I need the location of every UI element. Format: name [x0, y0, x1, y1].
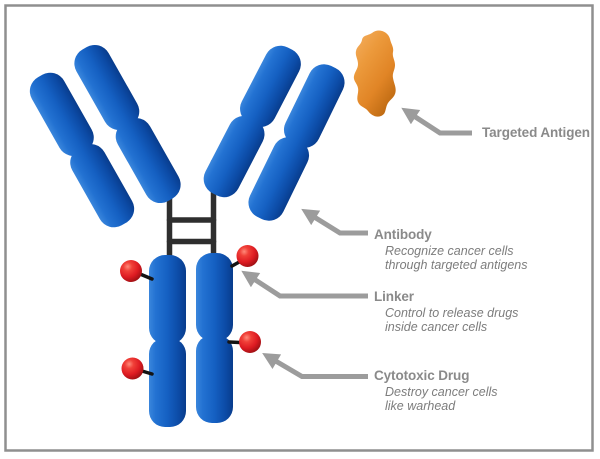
label-desc-line: Recognize cancer cells	[385, 244, 514, 258]
antibody-right-arm-outer-upper-segment	[283, 64, 345, 148]
antibody-stem-left-lower-segment	[149, 338, 186, 427]
cytotoxic-drug-sphere-upper-left	[120, 260, 142, 282]
label-title: Antibody	[374, 227, 432, 242]
antibody-right-arm-inner-upper-segment	[240, 45, 301, 128]
label-desc: Recognize cancer cells through targeted …	[385, 244, 527, 272]
cytotoxic-drug-sphere-upper-right	[236, 245, 259, 267]
antibody-stem	[149, 253, 233, 427]
label-desc: Control to release drugs inside cancer c…	[385, 306, 518, 334]
cytotoxic-drug-label: Cytotoxic Drug Destroy cancer cells like…	[374, 368, 498, 413]
callout-arrows	[241, 107, 472, 379]
label-desc-line: like warhead	[385, 399, 456, 413]
label-desc-line: Control to release drugs	[385, 306, 519, 320]
antibody-arrow	[301, 208, 368, 236]
antibody-label: Antibody Recognize cancer cells through …	[374, 227, 527, 272]
antibody-right-arm	[203, 45, 345, 221]
label-title: Targeted Antigen	[482, 125, 590, 140]
antibody-right-arm-outer-lower-segment	[248, 137, 310, 221]
cytotoxic-drug-sphere-lower-right	[239, 331, 261, 353]
cytotoxic-drug-arrow	[262, 353, 368, 379]
linker-connector-lower-left	[140, 369, 154, 376]
targeted-antigen-label: Targeted Antigen	[482, 125, 590, 141]
linker-arrow	[241, 270, 368, 299]
targeted-antigen-blob	[353, 30, 396, 117]
antibody-left-arm-inner-upper-segment	[74, 44, 140, 130]
linker-connector-lower-right	[227, 340, 242, 345]
label-desc: Destroy cancer cells like warhead	[385, 385, 498, 413]
cytotoxic-drug-spheres	[120, 245, 261, 380]
antibody-stem-right-upper-segment	[196, 253, 233, 341]
label-desc-line: Destroy cancer cells	[385, 385, 498, 399]
antibody-stem-right-lower-segment	[196, 335, 233, 423]
label-title: Linker	[374, 289, 414, 304]
antibody-stem-left-upper-segment	[149, 255, 186, 344]
linker-connector-upper-left	[138, 272, 154, 281]
targeted-antigen-arrow	[401, 107, 472, 136]
label-title: Cytotoxic Drug	[374, 368, 470, 383]
antibody-left-arm-inner-lower-segment	[115, 118, 181, 204]
antibody-left-arm	[29, 44, 181, 228]
cytotoxic-drug-sphere-lower-left	[121, 357, 144, 380]
linker-label: Linker Control to release drugs inside c…	[374, 289, 518, 334]
antibody-right-arm-inner-lower-segment	[203, 115, 265, 198]
antibody-left-arm-outer-lower-segment	[70, 144, 135, 228]
label-desc-line: inside cancer cells	[385, 320, 488, 334]
label-desc-line: through targeted antigens	[385, 258, 528, 272]
antibody-left-arm-outer-upper-segment	[29, 72, 94, 156]
